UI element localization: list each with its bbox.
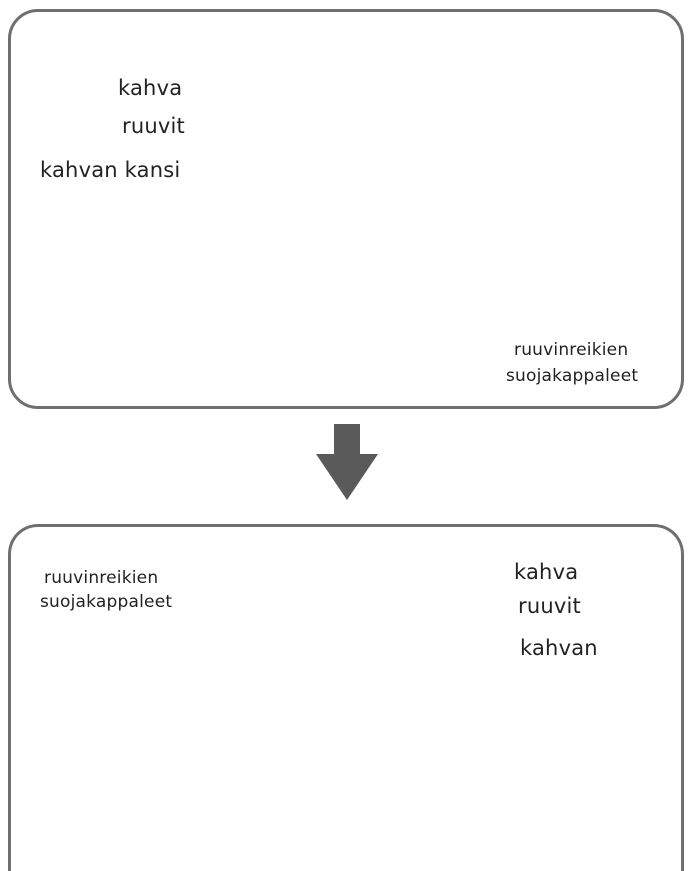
bottom-label-kahva: kahva — [514, 560, 579, 584]
bottom-panel — [8, 524, 684, 871]
top-label-plugs-2: suojakappaleet — [506, 366, 639, 386]
top-panel — [8, 9, 684, 409]
bottom-label-kahvan: kahvan — [520, 636, 598, 660]
top-label-plugs-1: ruuvinreikien — [514, 340, 629, 360]
top-label-ruuvit: ruuvit — [122, 114, 185, 138]
bottom-label-plugs-1: ruuvinreikien — [44, 568, 159, 588]
top-label-kahva: kahva — [118, 76, 183, 100]
down-arrow — [316, 424, 378, 500]
bottom-label-plugs-2: suojakappaleet — [40, 592, 173, 612]
top-label-kahvan-kansi: kahvan kansi — [40, 158, 181, 182]
bottom-label-ruuvit: ruuvit — [518, 594, 581, 618]
